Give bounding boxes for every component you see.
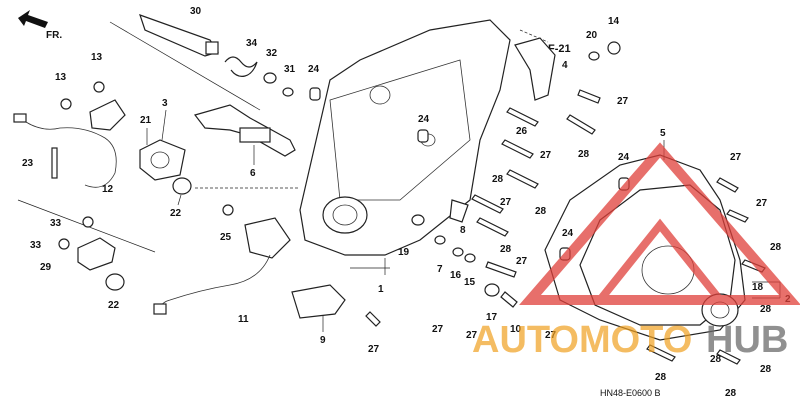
callout-28: 28 — [760, 364, 772, 375]
washer-part — [263, 72, 277, 84]
callout-24: 24 — [562, 228, 574, 239]
callout-33: 33 — [30, 240, 42, 251]
callout-22: 22 — [170, 208, 182, 219]
watermark-text-suffix: HUB — [706, 319, 788, 361]
o-ring-part — [172, 177, 192, 195]
reference-code: F-21 — [548, 43, 571, 55]
drain-plug-part — [607, 41, 621, 55]
guide-part — [291, 284, 346, 319]
diagram-code: HN48-E0600 B — [600, 388, 661, 398]
callout-33: 33 — [50, 218, 62, 229]
callout-27: 27 — [756, 198, 768, 209]
callout-29: 29 — [40, 262, 52, 273]
callout-34: 34 — [246, 38, 258, 49]
callout-15: 15 — [464, 277, 476, 288]
callout-28: 28 — [535, 206, 547, 217]
spring-part — [224, 56, 258, 77]
direction-label: FR. — [46, 30, 62, 41]
callout-21: 21 — [140, 115, 152, 126]
callout-13: 13 — [55, 72, 67, 83]
callout-14: 14 — [608, 16, 620, 27]
callout-28: 28 — [655, 372, 667, 383]
left-case-part — [299, 19, 511, 256]
watermark-text: AUTOMOTO — [472, 319, 692, 361]
callout-27: 27 — [466, 330, 478, 341]
callout-26: 26 — [516, 126, 528, 137]
callout-28: 28 — [760, 304, 772, 315]
o-ring-part — [105, 273, 125, 291]
callout-7: 7 — [437, 264, 443, 275]
sensor-wire — [19, 117, 117, 188]
callout-8: 8 — [460, 225, 466, 236]
clip-part — [282, 87, 294, 97]
callout-1: 1 — [378, 284, 384, 295]
callout-6: 6 — [250, 168, 256, 179]
callout-3: 3 — [162, 98, 168, 109]
pin-part — [51, 147, 58, 179]
callout-24: 24 — [308, 64, 320, 75]
callout-17: 17 — [486, 312, 498, 323]
callout-20: 20 — [586, 30, 598, 41]
callout-28: 28 — [578, 149, 590, 160]
callout-27: 27 — [432, 324, 444, 335]
callout-27: 27 — [617, 96, 629, 107]
callout-19: 19 — [398, 247, 410, 258]
callout-11: 11 — [238, 314, 249, 325]
right-cover-part — [579, 184, 736, 326]
callout-28: 28 — [500, 244, 512, 255]
callout-23: 23 — [22, 158, 34, 169]
dowel-pin-part — [309, 87, 321, 101]
callout-28: 28 — [492, 174, 504, 185]
callout-10: 10 — [510, 324, 522, 335]
speed-sensor-part — [89, 99, 126, 131]
gasket-part — [544, 154, 746, 341]
bracket-part — [514, 37, 556, 101]
callout-12: 12 — [102, 184, 114, 195]
callout-31: 31 — [284, 64, 296, 75]
callout-30: 30 — [190, 6, 202, 17]
seal-plate-part — [139, 139, 186, 181]
bolt-part — [60, 98, 72, 110]
watermark-logo — [519, 142, 800, 305]
callout-25: 25 — [220, 232, 232, 243]
callout-9: 9 — [320, 335, 326, 346]
callout-32: 32 — [266, 48, 278, 59]
callout-27: 27 — [516, 256, 528, 267]
solenoid-part — [244, 217, 291, 259]
callout-24: 24 — [418, 114, 430, 125]
callout-16: 16 — [450, 270, 462, 281]
solenoid-wire — [159, 254, 271, 309]
cover-plate-part — [77, 237, 116, 271]
callout-24: 24 — [618, 152, 630, 163]
callout-18: 18 — [752, 282, 764, 293]
direction-arrow-icon — [18, 10, 48, 28]
callout-28: 28 — [710, 354, 722, 365]
callout-22: 22 — [108, 300, 120, 311]
bolt-part — [93, 81, 105, 93]
callout-27: 27 — [500, 197, 512, 208]
callout-13: 13 — [91, 52, 103, 63]
callout-27: 27 — [545, 330, 557, 341]
callout-4: 4 — [562, 60, 568, 71]
callout-27: 27 — [368, 344, 380, 355]
callout-5: 5 — [660, 128, 666, 139]
callout-28: 28 — [770, 242, 782, 253]
callout-27: 27 — [730, 152, 742, 163]
callout-28: 28 — [725, 388, 737, 399]
callout-27: 27 — [540, 150, 552, 161]
